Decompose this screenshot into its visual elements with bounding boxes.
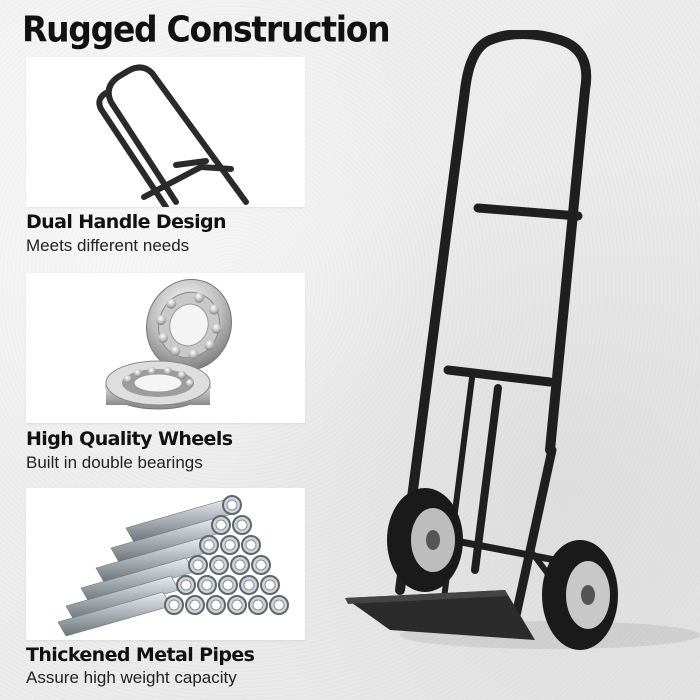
left-wheel <box>387 488 463 592</box>
feature-subtitle-handle: Meets different needs <box>26 236 190 255</box>
pipes-icon: (function(){ var g = document.getElement… <box>57 495 289 637</box>
feature-title-handle: Dual Handle Design <box>26 211 227 233</box>
nose-plate <box>345 590 535 640</box>
bearing-icon <box>105 278 232 410</box>
right-wheel <box>542 540 618 650</box>
feature-subtitle-pipes: Assure high weight capacity <box>26 668 237 687</box>
feature-title-wheels: High Quality Wheels <box>26 428 233 450</box>
feature-subtitle-wheels: Built in double bearings <box>26 453 203 472</box>
feature-title-pipes: Thickened Metal Pipes <box>26 644 255 666</box>
page-title: Rugged Construction <box>22 8 391 51</box>
handle-detail-card <box>26 57 305 207</box>
pipes-detail-card: (function(){ var g = document.getElement… <box>26 488 305 640</box>
handle-icon <box>96 64 249 207</box>
hand-truck-frame <box>395 30 592 633</box>
wheels-detail-card <box>26 273 305 423</box>
hand-truck-image <box>345 30 700 650</box>
